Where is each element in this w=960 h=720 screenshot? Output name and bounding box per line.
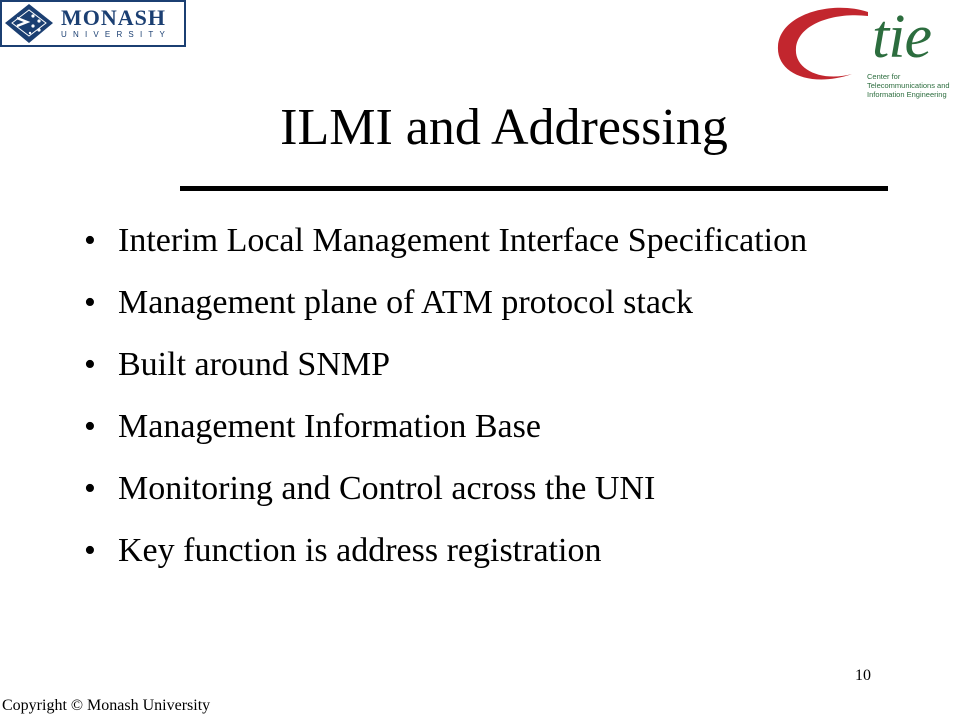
bullet-item: • Monitoring and Control across the UNI (84, 470, 884, 508)
bullet-icon: • (84, 532, 96, 569)
copyright-notice: Copyright © Monash University (2, 697, 211, 714)
bullet-text: Built around SNMP (118, 346, 391, 383)
page-number: 10 (855, 667, 871, 684)
ctie-swoosh-icon (777, 7, 868, 80)
bullet-text: Monitoring and Control across the UNI (118, 470, 656, 507)
ctie-logo: tie Center for Telecommunications and In… (772, 2, 958, 102)
bullet-text: Key function is address registration (118, 532, 602, 569)
bullet-icon: • (84, 284, 96, 321)
bullet-text: Interim Local Management Interface Speci… (118, 222, 808, 259)
ctie-caption: Center for Telecommunications and Inform… (867, 72, 950, 99)
monash-crest-icon (3, 2, 55, 45)
bullet-icon: • (84, 470, 96, 507)
bullet-text: Management Information Base (118, 408, 541, 445)
bullet-icon: • (84, 222, 96, 259)
title-divider (180, 186, 888, 191)
bullet-item: • Management plane of ATM protocol stack (84, 284, 884, 322)
monash-logo: MONASH UNIVERSITY (0, 0, 186, 47)
bullet-text: Management plane of ATM protocol stack (118, 284, 694, 321)
slide-title: ILMI and Addressing (280, 99, 728, 156)
bullet-list: • Interim Local Management Interface Spe… (84, 222, 884, 594)
bullet-item: • Built around SNMP (84, 346, 884, 384)
bullet-icon: • (84, 408, 96, 445)
ctie-wordmark: tie (872, 3, 932, 71)
monash-subname: UNIVERSITY (61, 30, 172, 39)
bullet-icon: • (84, 346, 96, 383)
bullet-item: • Management Information Base (84, 408, 884, 446)
monash-wordmark: MONASH UNIVERSITY (61, 7, 171, 40)
monash-name: MONASH (61, 5, 166, 30)
bullet-item: • Key function is address registration (84, 532, 884, 570)
bullet-item: • Interim Local Management Interface Spe… (84, 222, 884, 260)
